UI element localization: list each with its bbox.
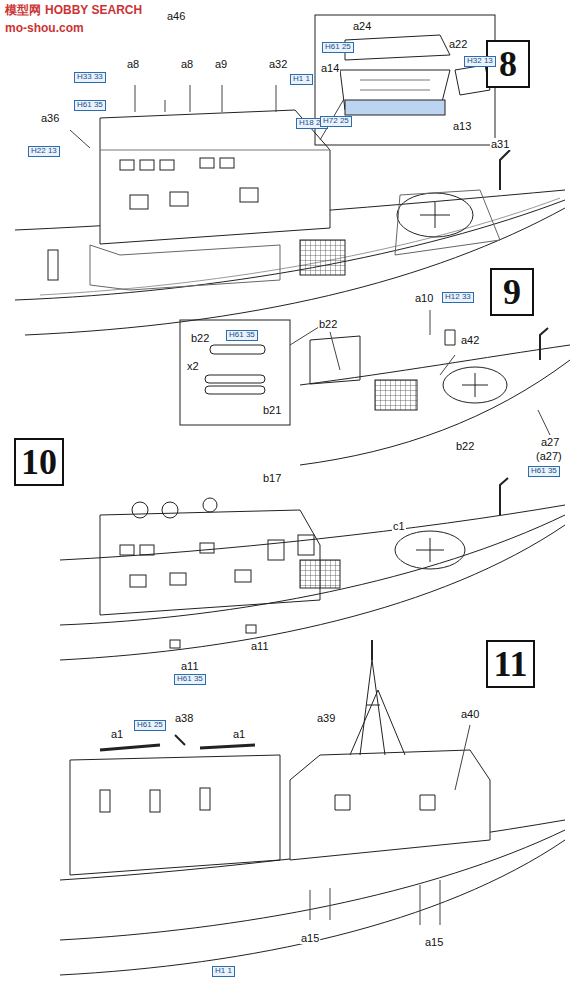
paint-code: H61 35 <box>74 100 106 111</box>
part-number: a32 <box>268 58 288 70</box>
part-number: a15 <box>424 936 444 948</box>
part-number: a42 <box>460 334 480 346</box>
part-number: b21 <box>262 404 282 416</box>
part-number: a10 <box>414 292 434 304</box>
paint-code: H1 1 <box>212 966 235 977</box>
part-number: a1 <box>232 728 246 740</box>
paint-code: H33 33 <box>74 72 106 83</box>
part-number: a24 <box>352 20 372 32</box>
paint-code: H12 33 <box>442 292 474 303</box>
part-number: a13 <box>452 120 472 132</box>
part-number: b17 <box>262 472 282 484</box>
part-number: a27 <box>540 436 560 448</box>
part-number: b22 <box>318 318 338 330</box>
part-number: x2 <box>186 360 200 372</box>
step-number: 10 <box>21 444 57 480</box>
part-number: a11 <box>250 640 270 652</box>
part-number: a40 <box>460 708 480 720</box>
paint-code: H61 35 <box>528 466 560 477</box>
part-number: a9 <box>214 58 228 70</box>
part-number: a39 <box>316 712 336 724</box>
paint-code: H61 35 <box>174 674 206 685</box>
part-number: a36 <box>40 112 60 124</box>
step-number: 9 <box>503 274 521 310</box>
part-number: a1 <box>110 728 124 740</box>
watermark: HOBBY SEARCH <box>44 4 143 17</box>
step-number-box: 10 <box>14 438 64 486</box>
part-number: a31 <box>490 138 510 150</box>
step-number: 11 <box>493 646 527 682</box>
part-number: b22 <box>190 332 210 344</box>
part-number: a15 <box>300 932 320 944</box>
paint-code: H61 25 <box>134 720 166 731</box>
part-number: a22 <box>448 38 468 50</box>
part-number: (a27) <box>535 450 563 462</box>
part-number: a38 <box>174 712 194 724</box>
paint-code: H1 1 <box>290 74 313 85</box>
paint-code: H61 35 <box>226 330 258 341</box>
paint-code: H32 13 <box>464 56 496 67</box>
part-number: a46 <box>166 10 186 22</box>
watermark: mo-shou.com <box>4 22 85 35</box>
part-number: b22 <box>455 440 475 452</box>
part-number: a8 <box>180 58 194 70</box>
paint-code: H22 13 <box>28 146 60 157</box>
part-number: a14 <box>320 62 340 74</box>
paint-code: H72 25 <box>320 116 352 127</box>
watermark: 模型网 <box>4 4 42 17</box>
part-number: a8 <box>126 58 140 70</box>
part-number: a11 <box>180 660 200 672</box>
step-number-box: 9 <box>490 268 534 316</box>
step-number-box: 11 <box>486 640 535 688</box>
paint-code: H61 25 <box>322 42 354 53</box>
step-number: 8 <box>499 46 517 82</box>
part-number: c1 <box>392 520 406 532</box>
